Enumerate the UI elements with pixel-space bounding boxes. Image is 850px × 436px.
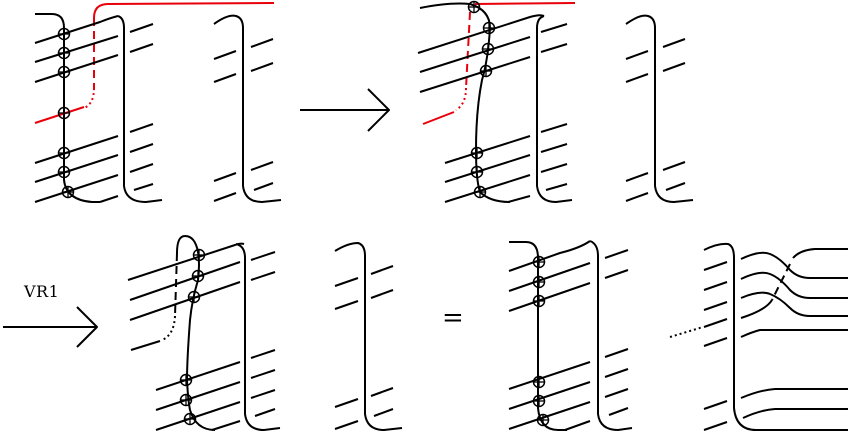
virtual-crossing-icon [479,64,493,78]
bracket-strand [536,15,573,203]
virtual-crossing-icon [532,275,546,289]
move-arrow-vr1 [3,306,98,348]
vertical-strand [509,241,567,431]
bracket-strand [235,243,281,431]
vertical-strand [469,3,511,203]
virtual-crossing-icon [536,413,550,427]
virtual-crossing-icon [467,0,481,14]
panel-row1-middle [417,0,576,203]
vertical-strand [35,13,100,203]
equals-sign: = [442,303,464,333]
panel-row1-middle-bracket2 [625,14,694,203]
virtual-crossing-icon [470,165,484,179]
virtual-crossing-icon [532,375,546,389]
bracket-strand [589,240,633,431]
virtual-crossing-icon [482,21,496,35]
panel-row1-left-bracket2 [213,14,282,203]
virtual-crossing-icon [191,269,205,283]
red-strand-top [93,2,275,19]
virtual-crossing-icon [470,146,484,160]
panel-row2-right [508,240,633,431]
virtual-crossing-icon [57,146,71,160]
move-arrow-1 [300,88,390,132]
virtual-crossing-icon [532,255,546,269]
virtual-crossing-icon [57,106,71,120]
virtual-crossing-icon [57,27,71,41]
virtual-crossing-icon [192,248,206,262]
virtual-crossing-icon [57,165,71,179]
virtual-crossing-icon [179,373,193,387]
vr1-move-label: VR1 [24,282,60,301]
virtual-crossing-icon [532,294,546,308]
virtual-crossing-icon [179,393,193,407]
virtual-crossing-icon [57,65,71,79]
virtual-crossing-icon [187,290,201,304]
virtual-crossing-icon [532,394,546,408]
virtual-crossing-icon [57,46,71,60]
panel-row1-left [34,2,275,203]
panel-row2-left [127,235,281,431]
virtual-crossing-icon [473,185,487,199]
virtual-crossing-icon [481,42,495,56]
red-strand-dotted [83,87,95,109]
virtual-crossing-icon [183,412,197,426]
panel-row2-far-right [669,242,848,431]
virtual-crossing-icon [61,185,75,199]
bracket-strand [117,15,163,203]
red-strand-top [474,2,576,5]
panel-row2-left-bracket2 [334,242,403,431]
